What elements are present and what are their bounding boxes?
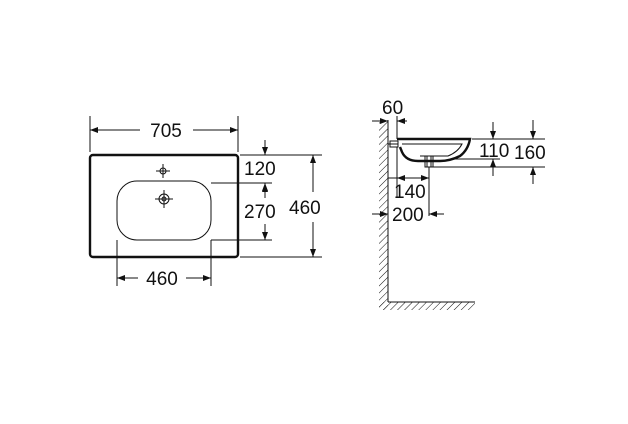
dim-bowl-depth: 110 <box>479 122 509 176</box>
dim-width: 705 <box>89 116 239 152</box>
total-height-label: 160 <box>514 143 546 164</box>
basin-outline <box>88 153 240 259</box>
dim-rim-to-drain: 140 <box>388 147 430 216</box>
depth-label: 460 <box>289 198 321 219</box>
bowl-outline <box>116 180 212 241</box>
wall-offset-label: 60 <box>382 98 403 119</box>
basin-depth-label: 270 <box>244 202 276 223</box>
rim-to-drain-label: 140 <box>394 182 426 203</box>
top-view: 705 460 120 <box>88 116 322 290</box>
floor-hatching <box>379 302 475 310</box>
dim-depth: 460 <box>289 155 321 257</box>
dim-wall-to-drain: 200 <box>372 205 444 226</box>
dim-total-height: 160 <box>514 120 546 184</box>
front-offset-label: 120 <box>244 159 276 180</box>
dim-basin-width: 460 <box>116 240 212 290</box>
wall-to-drain-label: 200 <box>392 205 424 226</box>
dim-wall-offset: 60 <box>372 98 407 139</box>
side-view: 60 140 200 110 <box>372 98 546 310</box>
drain-icon <box>155 190 173 208</box>
tap-hole-icon <box>156 164 170 178</box>
basin-profile <box>388 137 472 168</box>
width-label: 705 <box>150 121 182 142</box>
dim-basin-depth: 270 <box>244 183 276 240</box>
basin-width-label: 460 <box>146 269 178 290</box>
bowl-depth-label: 110 <box>479 141 509 162</box>
